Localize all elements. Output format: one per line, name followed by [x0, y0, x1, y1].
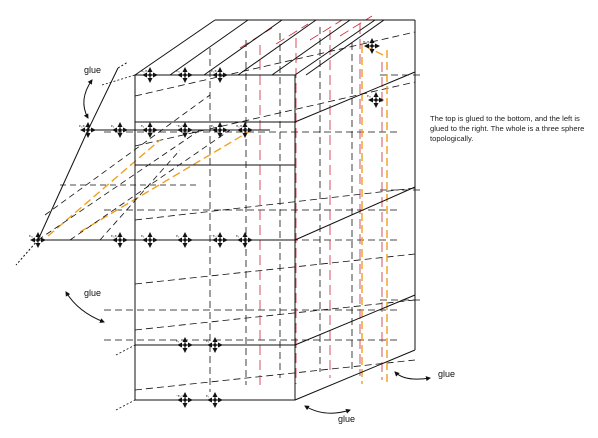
vertex-label: e₂ [236, 234, 240, 238]
glue-label: glue [84, 65, 101, 75]
vertex-marker: e₄ [176, 232, 193, 248]
vertex-label: e₁,e₂ [79, 124, 87, 128]
vertex-marker: e₃ [141, 232, 158, 248]
vertex-label: e₀₁ [29, 234, 33, 238]
vertex-label: e₁,e₂ [111, 234, 119, 238]
vertex-marker: e₂ [206, 392, 223, 408]
vertex-label: −e₁,−e₂ [211, 234, 222, 238]
glue-label: glue [84, 288, 101, 298]
vertex-markers: e₁,e₂ e₃ e₄ −e₁,−e₂ e₂ π₁,π₂ e₀₁ e₁,e₂ e₃ e₄ −e₁,−… [29, 38, 384, 408]
vertex-label: π₁,π₂ [141, 69, 149, 73]
vertex-label: e₃ [111, 124, 115, 128]
glue-arrow-left [65, 291, 105, 323]
vertex-label: e₄ [176, 234, 180, 238]
vertex-label: e₃ [176, 339, 180, 343]
vertex-label: e₄ [141, 124, 145, 128]
vertex-marker: e₀₁ [29, 232, 46, 248]
vertex-marker: e₂ [211, 122, 228, 138]
vertex-marker: e₁,e₂ [111, 232, 128, 248]
vertex-marker: e₀₁ [367, 92, 384, 108]
vertex-marker: π₁,π₂ [236, 122, 253, 138]
vertex-marker: −e₁,−e₂ [176, 392, 193, 408]
vertex-label: e₀₁ [367, 94, 371, 98]
glue-label: glue [338, 414, 355, 424]
left-flap-dashed [37, 94, 231, 241]
vertex-marker: e₁,e₂ [79, 122, 96, 138]
vertex-label: e₁,e₂ [211, 69, 219, 73]
bottom-extension [101, 74, 136, 411]
red-dashed-lines [239, 15, 383, 390]
vertex-label: e₄ [206, 339, 210, 343]
vertex-label: −e₁,−e₂ [176, 394, 187, 398]
glue-arrow-top-left [83, 79, 93, 119]
back-grid [104, 27, 420, 392]
vertex-marker: e₃ [176, 337, 193, 353]
vertex-label: −e₁,−e₂ [176, 124, 187, 128]
caption-text: The top is glued to the bottom, and the … [430, 114, 585, 144]
vertex-marker: π₁,π₂ [141, 67, 158, 83]
vertex-label: e₂ [206, 394, 210, 398]
vertex-marker: π₁,π₂ [363, 38, 380, 54]
vertex-label: π₁,π₂ [363, 40, 371, 44]
vertex-label: e₂ [211, 124, 215, 128]
vertex-label: e₀₁ [176, 69, 180, 73]
vertex-marker: −e₁,−e₂ [176, 122, 193, 138]
vertex-marker: e₃ [111, 122, 128, 138]
vertex-marker: e₄ [141, 122, 158, 138]
glue-arrows [65, 79, 431, 414]
glue-label: glue [438, 369, 455, 379]
orange-dashed-lines [47, 45, 388, 384]
vertex-label: e₃ [141, 234, 145, 238]
vertex-marker: e₀₁ [176, 67, 193, 83]
vertex-marker: e₄ [206, 337, 223, 353]
vertex-marker: −e₁,−e₂ [211, 232, 228, 248]
vertex-label: π₁,π₂ [236, 124, 244, 128]
glue-arrow-right [394, 371, 431, 382]
vertex-marker: e₁,e₂ [211, 67, 228, 83]
glue-arrow-bottom [304, 405, 351, 414]
vertex-marker: e₂ [236, 232, 253, 248]
